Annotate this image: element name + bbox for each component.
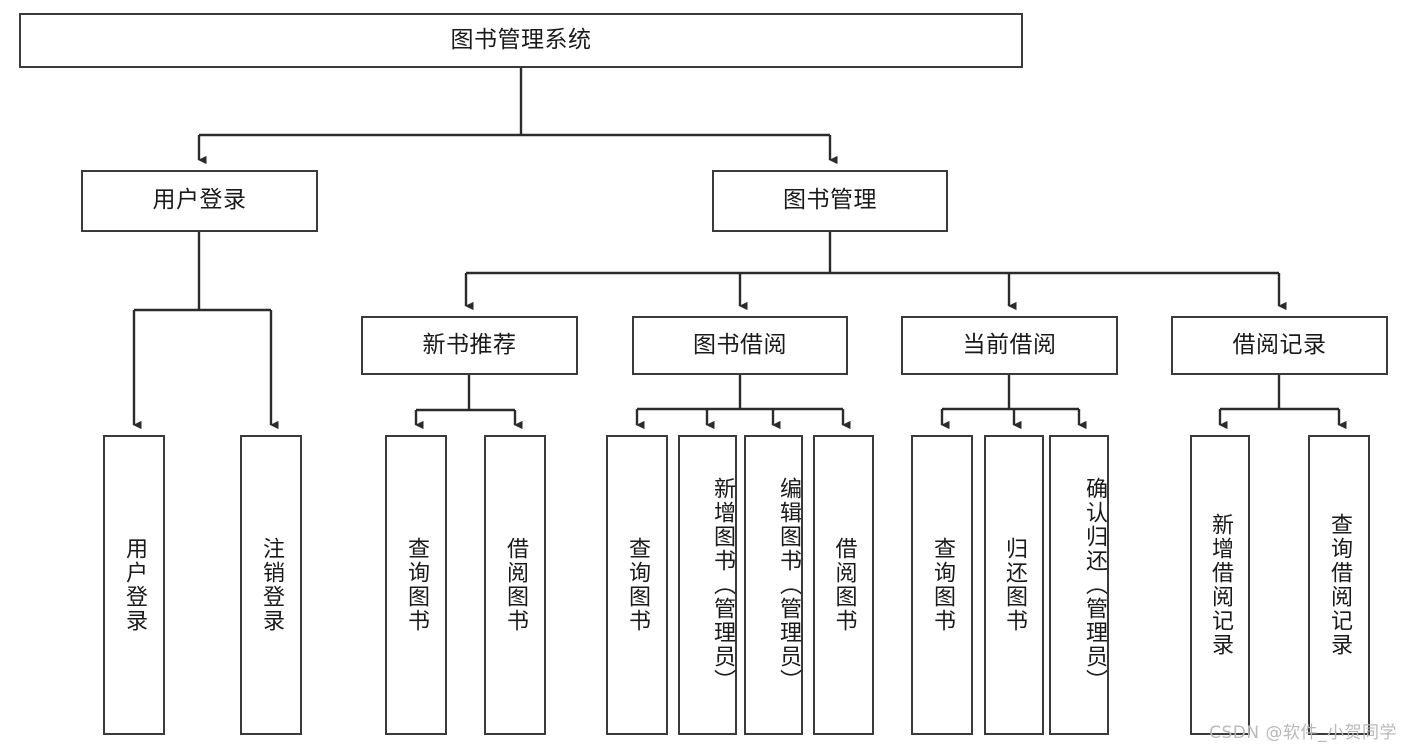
node-label: 查询图书	[624, 537, 650, 633]
node-label: 查询图书	[403, 537, 429, 633]
node-label: 用户登录	[152, 187, 247, 214]
node-leaf-query-book-current[interactable]: 查询图书	[911, 435, 973, 735]
node-leaf-query-book-recommend[interactable]: 查询图书	[385, 435, 447, 735]
node-label: 图书管理系统	[450, 26, 592, 53]
node-label: 借阅图书	[502, 537, 528, 633]
node-leaf-query-borrow-record[interactable]: 查询借阅记录	[1308, 435, 1370, 735]
node-label: 新增图书（管理员）	[710, 477, 735, 693]
node-book-management[interactable]: 图书管理	[712, 170, 948, 232]
node-borrow-records[interactable]: 借阅记录	[1171, 316, 1388, 375]
node-leaf-query-book-borrow[interactable]: 查询图书	[606, 435, 668, 735]
node-leaf-add-borrow-record[interactable]: 新增借阅记录	[1190, 435, 1250, 735]
node-leaf-borrow-book-recommend[interactable]: 借阅图书	[484, 435, 546, 735]
csdn-watermark: CSDN @软件_小贺同学	[1209, 723, 1397, 743]
node-current-borrow[interactable]: 当前借阅	[901, 316, 1118, 375]
node-leaf-add-book-admin[interactable]: 新增图书（管理员）	[678, 435, 737, 735]
node-leaf-user-login[interactable]: 用户登录	[103, 435, 165, 735]
node-label: 确认归还（管理员）	[1082, 477, 1107, 693]
node-label: 查询图书	[929, 537, 955, 633]
node-label: 注销登录	[258, 537, 284, 633]
node-label: 编辑图书（管理员）	[776, 477, 801, 693]
node-leaf-logout[interactable]: 注销登录	[240, 435, 302, 735]
node-label: 新增借阅记录	[1207, 513, 1233, 657]
node-label: 图书管理	[783, 187, 877, 214]
node-label: 借阅记录	[1232, 331, 1327, 358]
node-label: 当前借阅	[962, 331, 1057, 358]
node-label: 新书推荐	[422, 331, 517, 358]
node-label: 图书借阅	[693, 331, 787, 358]
node-leaf-edit-book-admin[interactable]: 编辑图书（管理员）	[744, 435, 803, 735]
node-label: 查询借阅记录	[1326, 513, 1352, 657]
node-root-system[interactable]: 图书管理系统	[19, 13, 1023, 68]
node-book-borrow[interactable]: 图书借阅	[632, 316, 848, 375]
node-leaf-confirm-return-admin[interactable]: 确认归还（管理员）	[1049, 435, 1109, 735]
node-leaf-return-book[interactable]: 归还图书	[984, 435, 1044, 735]
node-new-book-recommend[interactable]: 新书推荐	[361, 316, 578, 375]
node-label: 归还图书	[1001, 537, 1027, 633]
node-user-login[interactable]: 用户登录	[81, 170, 318, 232]
node-label: 借阅图书	[831, 537, 857, 633]
node-label: 用户登录	[121, 537, 147, 633]
node-leaf-borrow-book[interactable]: 借阅图书	[813, 435, 874, 735]
